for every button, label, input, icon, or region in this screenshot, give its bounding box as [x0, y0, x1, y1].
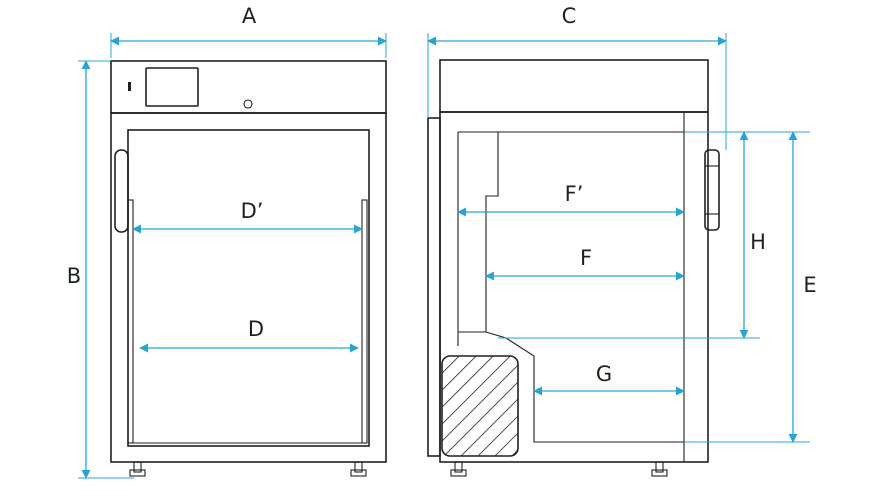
- compressor-box: [441, 355, 519, 457]
- label-d: D: [248, 317, 264, 341]
- side-rear-handle: [704, 149, 720, 231]
- power-switch-icon: [128, 82, 131, 91]
- label-c: C: [562, 4, 577, 28]
- dimension-labels: A C B D’ D F’ F G H E: [67, 4, 817, 386]
- label-g: G: [596, 362, 612, 386]
- label-f-prime: F’: [565, 182, 584, 206]
- front-left-rail: [127, 199, 134, 444]
- front-display-screen: [145, 67, 199, 107]
- front-door-frame: [127, 129, 370, 447]
- front-view: [110, 60, 387, 477]
- side-view: [427, 59, 720, 477]
- front-cabinet-body: [110, 112, 387, 463]
- label-d-prime: D’: [241, 199, 264, 223]
- side-door-edge: [427, 117, 441, 457]
- label-h: H: [750, 230, 766, 254]
- side-feet: [450, 461, 668, 477]
- side-interior-chamber: [457, 131, 684, 443]
- front-right-rail: [361, 199, 368, 444]
- front-lock-icon: [243, 99, 253, 109]
- label-f: F: [580, 246, 592, 270]
- label-a: A: [242, 4, 257, 28]
- side-top-panel: [439, 59, 709, 113]
- label-e: E: [803, 273, 816, 297]
- front-feet: [129, 461, 367, 477]
- label-b: B: [67, 264, 81, 288]
- dimension-lines: [78, 33, 810, 479]
- front-door-handle: [114, 149, 129, 233]
